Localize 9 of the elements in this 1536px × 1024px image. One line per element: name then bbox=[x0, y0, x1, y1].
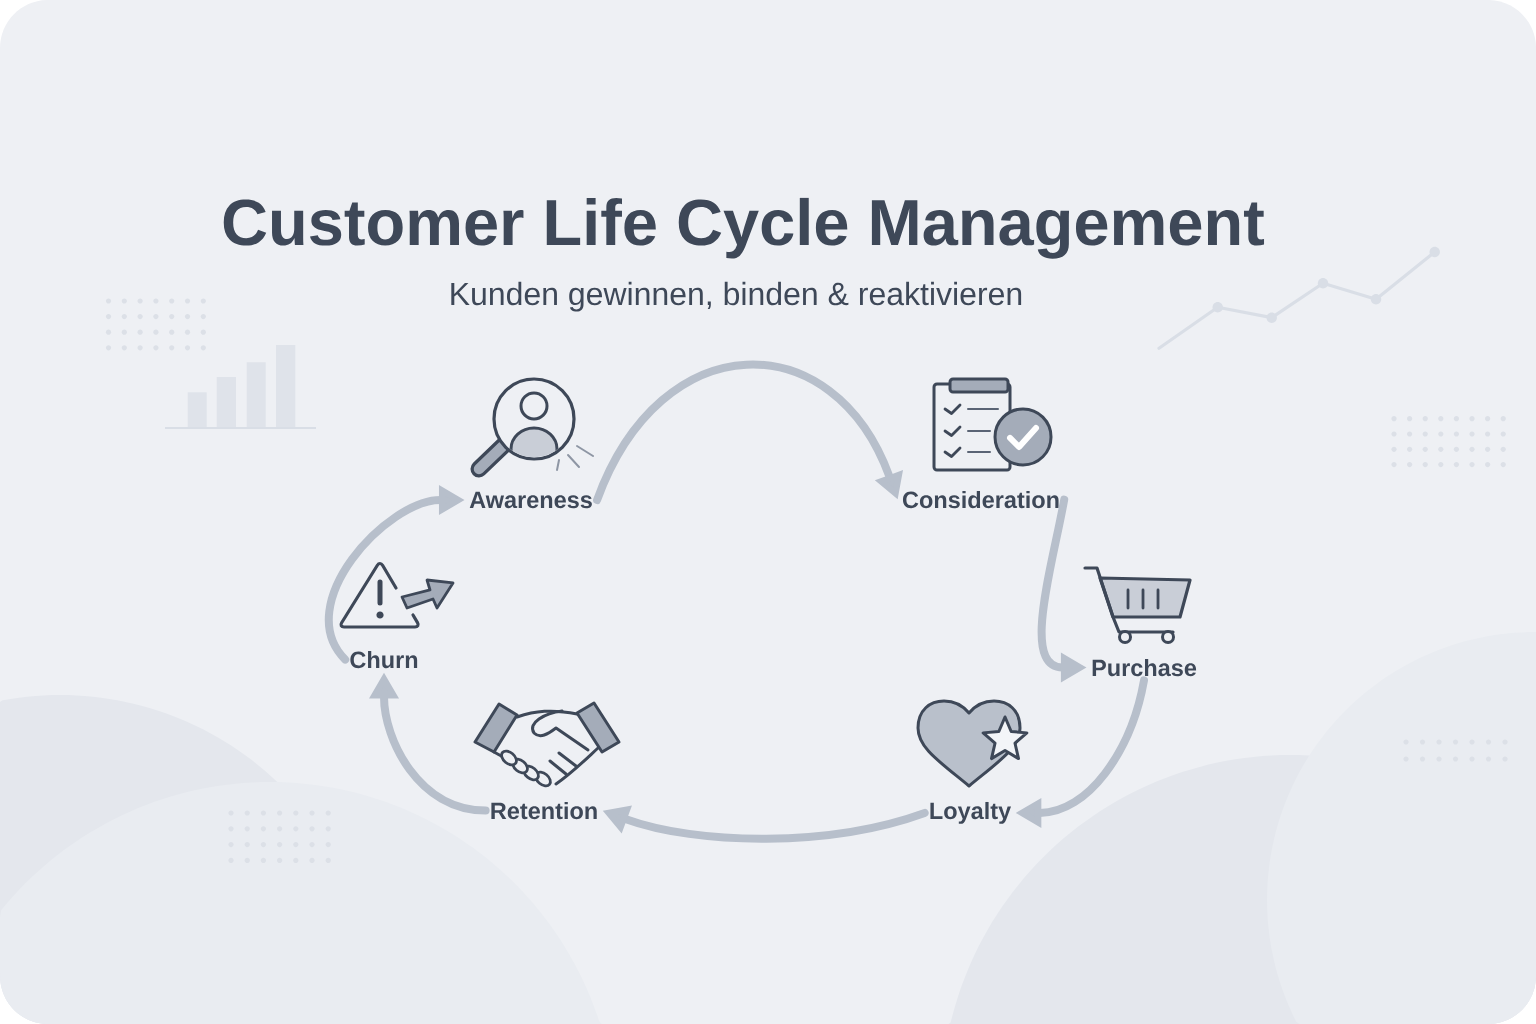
subtitle: Kunden gewinnen, binden & reaktivieren bbox=[451, 281, 1022, 312]
stage-label: Retention bbox=[491, 801, 597, 820]
title: Customer Life Cycle Management bbox=[223, 197, 1265, 259]
curved-arrow bbox=[593, 360, 904, 504]
stage-label: Awareness bbox=[469, 491, 592, 509]
stage-label: Purchase bbox=[1092, 658, 1197, 677]
stage-label: Loyalty bbox=[930, 801, 1011, 824]
stage-label: Churn bbox=[350, 650, 418, 669]
stage-label: Consideration bbox=[903, 490, 1059, 509]
